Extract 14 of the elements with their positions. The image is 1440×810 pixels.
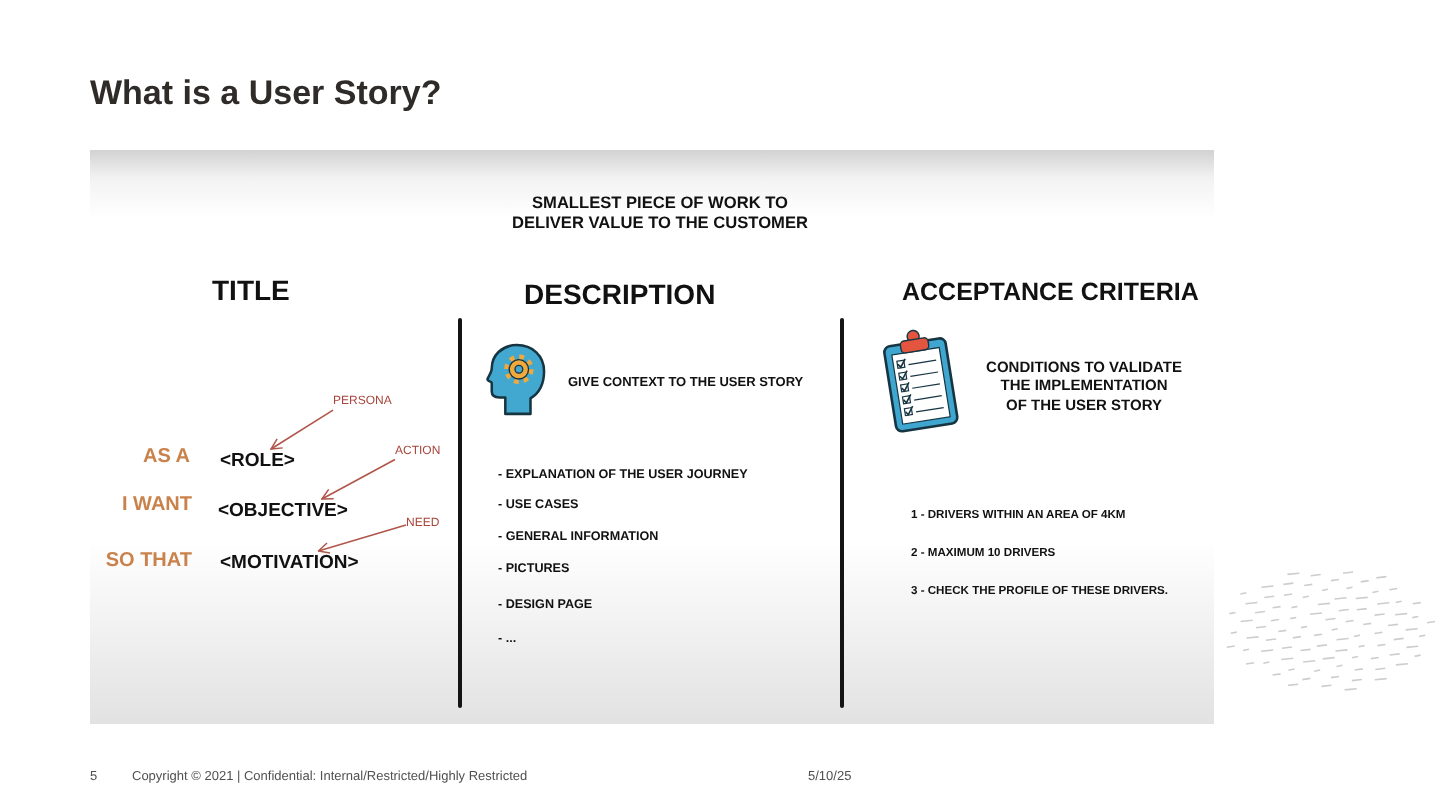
story-keyword: SO THAT bbox=[105, 549, 192, 574]
placeholder-text: <MOTIVATION> bbox=[220, 551, 359, 574]
slide-title: What is a User Story? bbox=[90, 74, 442, 115]
story-keyword: AS A bbox=[142, 445, 190, 470]
column-heading: ACCEPTANCE CRITERIA bbox=[902, 277, 1199, 308]
placeholder-text: <OBJECTIVE> bbox=[218, 499, 348, 522]
leader-arrow bbox=[270, 409, 334, 450]
story-keyword: I WANT bbox=[122, 494, 192, 518]
column-heading: TITLE bbox=[212, 274, 290, 308]
column-heading: DESCRIPTION bbox=[524, 277, 716, 311]
placeholder-text: <ROLE> bbox=[220, 449, 295, 472]
subtitle-text: SMALLEST PIECE OF WORK TO DELIVER VALUE TO THE CUSTOMER bbox=[510, 192, 810, 233]
leader-arrow bbox=[321, 458, 396, 500]
leader-arrow bbox=[317, 524, 407, 554]
